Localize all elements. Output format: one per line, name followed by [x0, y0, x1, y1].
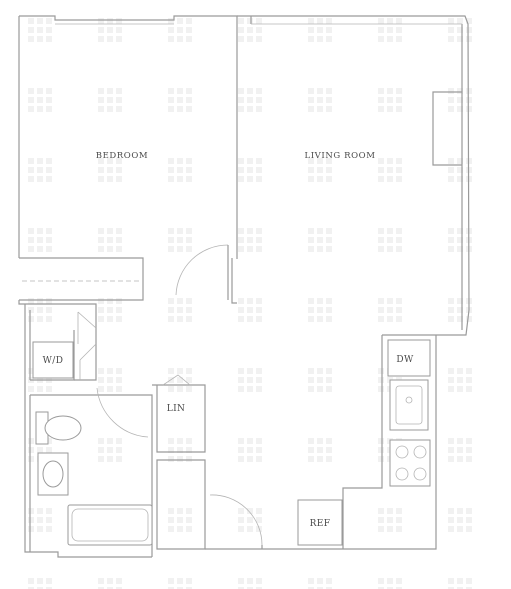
watermark-building-icon [308, 438, 332, 462]
watermark-building-icon [238, 438, 262, 462]
watermark-building-icon [238, 298, 262, 322]
watermark-building-icon [98, 88, 122, 112]
watermark-building-icon [238, 228, 262, 252]
watermark-building-icon [98, 228, 122, 252]
watermark-building-icon [308, 18, 332, 42]
watermark-building-icon [308, 578, 332, 589]
watermark-building-icon [308, 368, 332, 392]
refrigerator-label: REF [310, 519, 331, 529]
washer-dryer-label: W/D [43, 356, 64, 366]
watermark-building-icon [168, 298, 192, 322]
dishwasher-label: DW [396, 355, 414, 365]
watermark-building-icon [168, 368, 192, 392]
watermark-building-icon [28, 228, 52, 252]
toilet-icon [35, 411, 82, 445]
watermark-building-icon [448, 368, 472, 392]
watermark-building-icon [98, 298, 122, 322]
watermark-building-icon [308, 298, 332, 322]
watermark-pattern [28, 18, 472, 589]
linen-label: LIN [167, 404, 186, 414]
watermark-building-icon [168, 158, 192, 182]
watermark-building-icon [308, 228, 332, 252]
watermark-building-icon [378, 88, 402, 112]
watermark-building-icon [448, 438, 472, 462]
watermark-building-icon [448, 578, 472, 589]
watermark-building-icon [168, 438, 192, 462]
watermark-building-icon [98, 18, 122, 42]
watermark-building-icon [98, 368, 122, 392]
watermark-building-icon [28, 88, 52, 112]
watermark-building-icon [378, 18, 402, 42]
watermark-building-icon [238, 508, 262, 532]
watermark-building-icon [238, 368, 262, 392]
watermark-building-icon [98, 158, 122, 182]
watermark-building-icon [28, 508, 52, 532]
watermark-building-icon [378, 298, 402, 322]
watermark-building-icon [448, 18, 472, 42]
watermark-building-icon [28, 298, 52, 322]
dishwasher-icon [387, 339, 431, 377]
watermark-building-icon [28, 158, 52, 182]
watermark-building-icon [378, 508, 402, 532]
watermark-building-icon [28, 578, 52, 589]
bedroom-label: BEDROOM [96, 151, 149, 161]
living-room-label: LIVING ROOM [304, 151, 375, 161]
watermark-building-icon [168, 228, 192, 252]
watermark-building-icon [168, 88, 192, 112]
watermark-building-icon [378, 228, 402, 252]
kitchen-sink-icon [389, 379, 429, 431]
watermark-building-icon [448, 508, 472, 532]
refrigerator-icon [297, 499, 343, 546]
watermark-building-icon [238, 18, 262, 42]
bath-sink-icon [37, 452, 69, 496]
watermark-building-icon [98, 438, 122, 462]
watermark-building-icon [238, 578, 262, 589]
watermark-building-icon [98, 578, 122, 589]
watermark-building-icon [308, 158, 332, 182]
washer-dryer-box [32, 341, 74, 379]
watermark-building-icon [308, 88, 332, 112]
watermark-building-icon [378, 578, 402, 589]
watermark-building-icon [238, 158, 262, 182]
watermark-building-icon [378, 158, 402, 182]
watermark-building-icon [448, 88, 472, 112]
walls [18, 15, 470, 558]
watermark-building-icon [28, 18, 52, 42]
fixtures [32, 339, 431, 546]
watermark-building-icon [168, 578, 192, 589]
watermark-building-icon [168, 18, 192, 42]
watermark-building-icon [168, 508, 192, 532]
stove-icon [389, 439, 431, 487]
watermark-building-icon [238, 88, 262, 112]
